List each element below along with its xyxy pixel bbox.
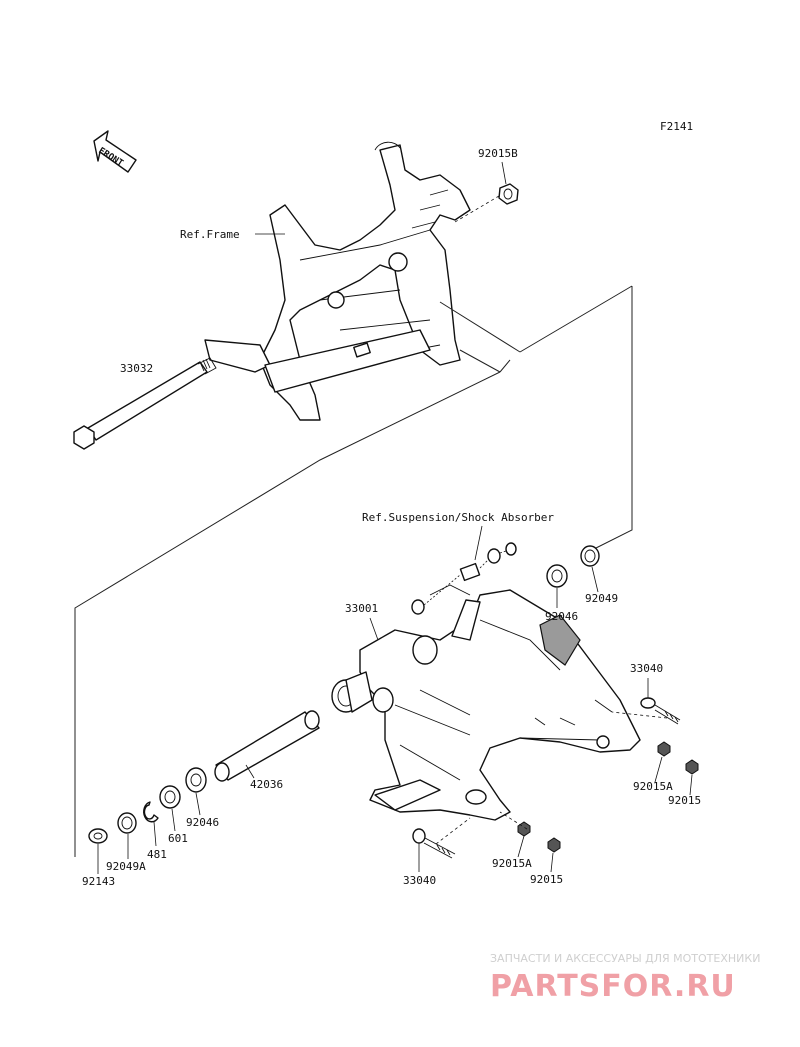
- washer-92143: [88, 828, 108, 844]
- bearing-92046-top: [546, 564, 568, 588]
- part-label-92049a: 92049A: [106, 860, 146, 873]
- front-arrow-icon: FRONT: [93, 130, 137, 173]
- part-label-33001: 33001: [345, 602, 378, 615]
- part-label-92015b: 92015B: [478, 147, 518, 160]
- frame-assembly: [204, 141, 471, 421]
- part-label-92015a-bottom: 92015A: [492, 857, 532, 870]
- sleeve-42036: [214, 710, 320, 782]
- part-label-92015a-right: 92015A: [633, 780, 673, 793]
- part-label-92046-bottom: 92046: [186, 816, 219, 829]
- part-label-92046-top: 92046: [545, 610, 578, 623]
- ref-suspension-label: Ref.Suspension/Shock Absorber: [362, 511, 554, 524]
- seal-92049-top: [580, 545, 600, 567]
- part-label-601: 601: [168, 832, 188, 845]
- part-label-33040-right: 33040: [630, 662, 663, 675]
- circlip-481: [143, 801, 159, 823]
- part-label-42036: 42036: [250, 778, 283, 791]
- swing-arm-33001: [359, 584, 641, 821]
- bolt-33040-right: [640, 697, 681, 725]
- part-label-92015-right: 92015: [668, 794, 701, 807]
- pivot-shaft-33032: [73, 357, 217, 450]
- bearing-92046-bottom: [185, 767, 207, 793]
- seal-92049a: [117, 812, 137, 834]
- nut-92015-bottom: [547, 837, 561, 853]
- nut-92015-right: [685, 759, 699, 775]
- part-label-481: 481: [147, 848, 167, 861]
- suspension-bushing-set: [411, 542, 517, 615]
- bearing-601: [159, 785, 181, 809]
- nut-92015b: [498, 183, 519, 205]
- nut-92015a-right: [657, 741, 671, 757]
- figure-code: F2141: [660, 120, 693, 133]
- ref-frame-label: Ref.Frame: [180, 228, 240, 241]
- part-label-33040-bottom: 33040: [403, 874, 436, 887]
- collar-bushing: [331, 671, 373, 713]
- part-label-33032: 33032: [120, 362, 153, 375]
- part-label-92015-bottom: 92015: [530, 873, 563, 886]
- part-label-92049: 92049: [585, 592, 618, 605]
- watermark-logo: PARTSFOR.RU: [490, 969, 736, 1004]
- watermark-tagline: ЗАПЧАСТИ И АКСЕССУАРЫ ДЛЯ МОТОТЕХНИКИ: [490, 952, 760, 965]
- part-label-92143: 92143: [82, 875, 115, 888]
- reference-box-outline: [74, 285, 633, 857]
